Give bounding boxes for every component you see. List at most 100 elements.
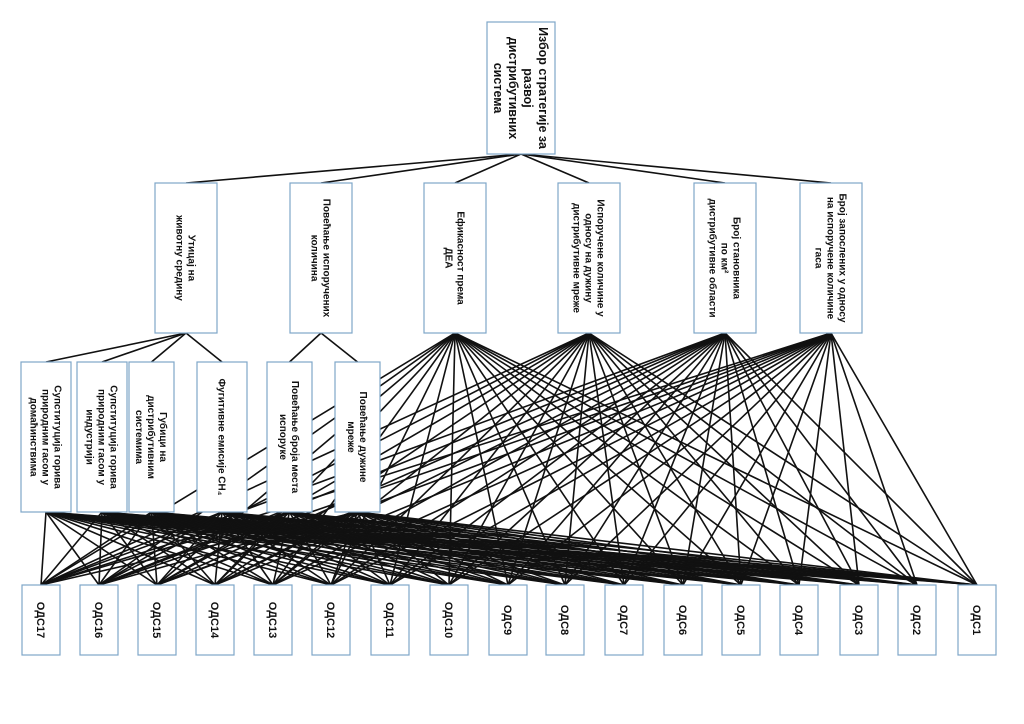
edge-subcriterion-to-alternative <box>357 511 860 586</box>
subcriterion-node-s1-label-line: Супституција горива <box>51 385 62 489</box>
edge-subcriterion-to-alternative <box>101 511 332 586</box>
edge-goal-to-criterion-4 <box>520 153 590 184</box>
subcriterion-node-s6-frame <box>334 361 381 513</box>
subcriterion-node-s2-label-line: природним гасом у <box>95 389 106 486</box>
criterion-node-c3-label-line: ДЕА <box>442 247 453 268</box>
alternative-node-label-line: ОДС12 <box>324 602 336 638</box>
edge-subcriterion-to-alternative <box>40 511 103 586</box>
alternative-node-frame <box>370 584 410 656</box>
alternative-node-frame <box>779 584 819 656</box>
alternative-node-label: ОДС11 <box>383 602 395 638</box>
alternative-node: ОДС9 <box>488 584 528 656</box>
edge-subcriterion-to-alternative <box>272 511 291 586</box>
edge-subcriterion-to-alternative <box>40 511 223 586</box>
subcriterion-node-s2-frame <box>76 361 128 513</box>
edge-subcriterion-to-alternative <box>156 511 223 586</box>
goal-node: Избор стратегије заразвојдистрибутивнихс… <box>486 21 556 155</box>
edge-subcriterion-to-alternative <box>289 511 684 586</box>
edge-criterion-to-alternative <box>588 332 918 586</box>
alternative-node: ОДС11 <box>370 584 410 656</box>
subcriterion-node-s4-label-line: Фугитивне емисије CH₄ <box>215 379 226 496</box>
node-layer: Избор стратегије заразвојдистрибутивнихс… <box>20 21 997 656</box>
edge-layer <box>40 153 978 586</box>
alternative-node-label-line: ОДС9 <box>501 605 513 635</box>
alternative-node-label: ОДС10 <box>442 602 454 638</box>
edge-criterion-to-alternative <box>740 332 832 586</box>
edge-subcriterion-to-alternative <box>272 511 359 586</box>
alternative-node-label-line: ОДС16 <box>92 602 104 638</box>
goal-node-label-line: развој <box>521 68 535 108</box>
edge-criterion-to-alternative <box>830 332 918 586</box>
alternative-node-frame <box>253 584 293 656</box>
edge-criterion-to-alternative <box>40 332 726 586</box>
edge-subcriterion-to-alternative <box>101 511 216 586</box>
edge-criterion-to-alternative <box>588 332 860 586</box>
edge-subcriterion-to-alternative <box>221 511 332 586</box>
alternative-node: ОДС4 <box>779 584 819 656</box>
edge-subcriterion-to-alternative <box>214 511 223 586</box>
edge-subcriterion-to-alternative <box>357 511 566 586</box>
alternative-node-frame <box>79 584 119 656</box>
edge-goal-to-criterion-2 <box>320 153 522 184</box>
subcriterion-node-s1-frame <box>20 361 72 513</box>
edge-criterion-to-subcriterion <box>45 332 187 363</box>
edge-criterion-to-subcriterion <box>288 332 322 363</box>
edge-subcriterion-to-alternative <box>288 511 332 586</box>
alternative-node-frame <box>137 584 177 656</box>
alternative-node-label-line: ОДС3 <box>852 605 864 635</box>
subcriterion-node-s5-label-line: Повећање броја места <box>289 381 301 494</box>
edge-subcriterion-to-alternative <box>214 511 291 586</box>
edge-subcriterion-to-alternative <box>221 511 625 586</box>
edge-criterion-to-subcriterion <box>150 332 187 363</box>
criterion-node-c5-frame <box>693 182 757 334</box>
alternative-node-label: ОДС14 <box>208 602 220 639</box>
alternative-node-frame <box>721 584 761 656</box>
subcriterion-node-s6-label-line: Повећање дужине <box>357 392 369 483</box>
edge-subcriterion-to-alternative <box>221 511 742 586</box>
alternative-node-label: ОДС6 <box>676 605 688 635</box>
edge-criterion-to-alternative <box>454 332 918 586</box>
criterion-node-c3-frame <box>423 182 487 334</box>
criterion-node-c4-label-line: односу на дужину <box>582 213 593 303</box>
edge-criterion-to-subcriterion <box>320 332 358 363</box>
alternative-node: ОДС17 <box>21 584 61 656</box>
edge-criterion-to-subcriterion <box>185 332 223 363</box>
alternative-node-frame <box>957 584 997 656</box>
alternative-node-label: ОДС12 <box>324 602 336 638</box>
subcriterion-node-s5-label-line: испоруке <box>277 414 288 460</box>
alternative-node: ОДС13 <box>253 584 293 656</box>
criterion-node-c2-label-line: Повећање испоручених <box>320 199 332 318</box>
subcriterion-node-s5-frame <box>266 361 313 513</box>
edge-criterion-to-alternative <box>454 332 860 586</box>
edge-subcriterion-to-alternative <box>151 511 274 586</box>
alternative-node-label: ОДС17 <box>34 602 46 638</box>
edge-goal-to-criterion-3 <box>454 153 522 184</box>
subcriterion-node-s2-label-line: индустрији <box>83 409 94 465</box>
edge-criterion-to-alternative <box>454 332 978 586</box>
edge-subcriterion-to-alternative <box>357 511 800 586</box>
subcriterion-node-s4-frame <box>196 361 248 513</box>
alternative-node-frame <box>839 584 879 656</box>
edge-subcriterion-to-alternative <box>221 511 684 586</box>
alternative-node-label: ОДС8 <box>558 605 570 635</box>
criterion-node-c5-label-line: по км² <box>718 243 729 274</box>
alternative-node: ОДС14 <box>195 584 235 656</box>
criterion-node-c3-label-line: Ефикасност према <box>454 211 466 305</box>
edge-criterion-to-alternative <box>454 332 800 586</box>
alternative-node: ОДС3 <box>839 584 879 656</box>
edge-criterion-to-alternative <box>454 332 742 586</box>
edge-criterion-to-alternative <box>454 332 684 586</box>
edge-subcriterion-to-alternative <box>357 511 625 586</box>
edge-subcriterion-to-alternative <box>150 511 158 586</box>
